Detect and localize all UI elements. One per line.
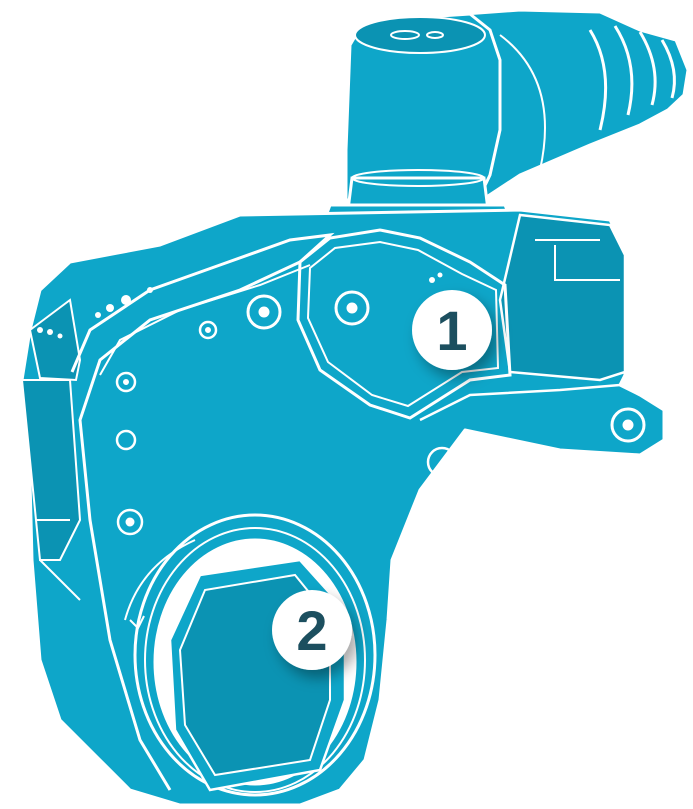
callout-2-label: 2 <box>296 599 327 662</box>
swivel-fitting <box>346 10 688 200</box>
callout-1: 1 <box>412 290 492 370</box>
callout-2: 2 <box>272 590 352 670</box>
callout-1-label: 1 <box>436 299 467 362</box>
